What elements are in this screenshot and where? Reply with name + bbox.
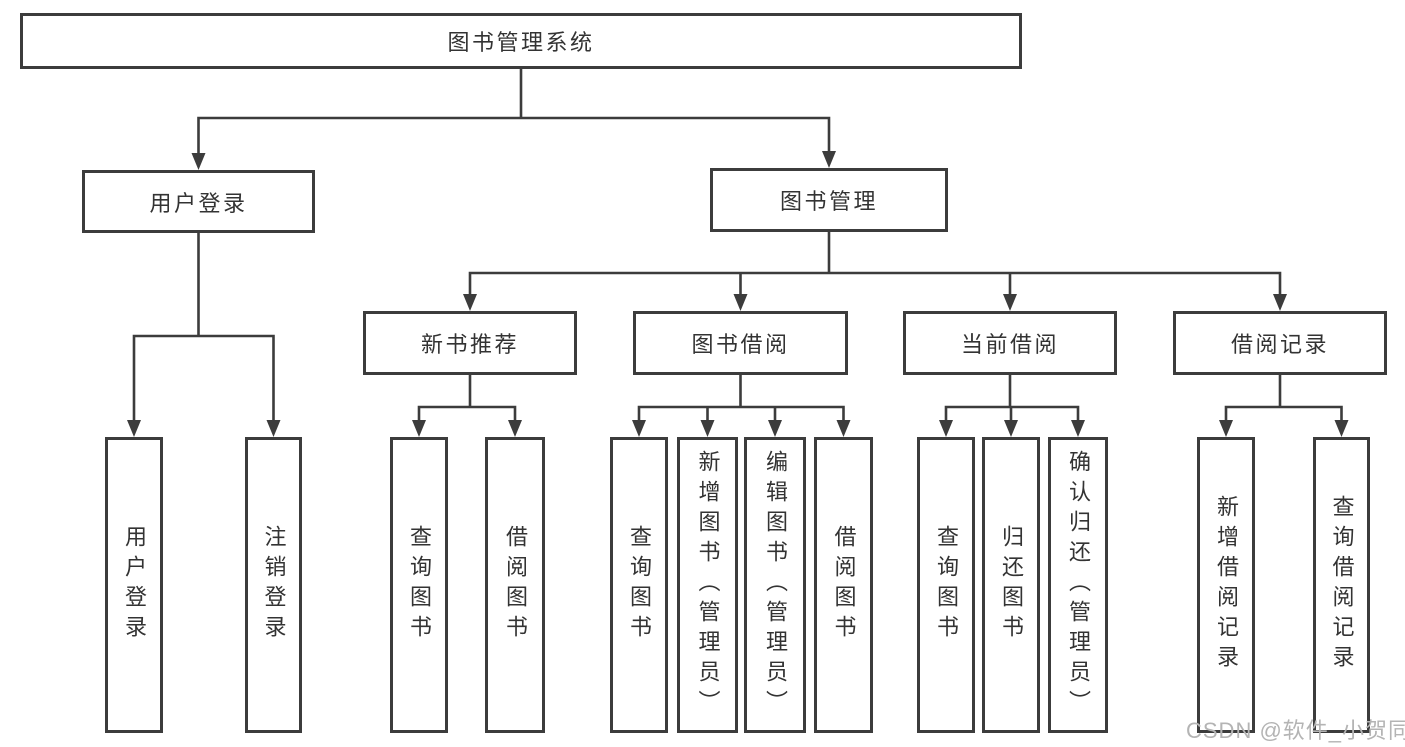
leaf-edit-book-admin: 编辑图书（管理员） (744, 437, 806, 733)
node-current-borrowing: 当前借阅 (903, 311, 1117, 375)
leaf-return-books: 归还图书 (982, 437, 1040, 733)
node-book-management: 图书管理 (710, 168, 948, 232)
leaf-logout: 注销登录 (245, 437, 302, 733)
leaf-user-login: 用户登录 (105, 437, 163, 733)
leaf-add-book-admin: 新增图书（管理员） (677, 437, 738, 733)
leaf-query-books-recommendation: 查询图书 (390, 437, 448, 733)
leaf-borrow-books-recommendation: 借阅图书 (485, 437, 545, 733)
leaf-query-borrowing-record: 查询借阅记录 (1313, 437, 1370, 733)
node-user-login: 用户登录 (82, 170, 315, 233)
node-new-book-recommendation: 新书推荐 (363, 311, 577, 375)
leaf-query-books-borrowing: 查询图书 (610, 437, 668, 733)
node-book-borrowing: 图书借阅 (633, 311, 848, 375)
leaf-borrow-books-borrowing: 借阅图书 (814, 437, 873, 733)
leaf-query-books-current: 查询图书 (917, 437, 975, 733)
leaf-confirm-return-admin: 确认归还（管理员） (1048, 437, 1108, 733)
watermark-text: CSDN @软件_小贺同学 (1186, 718, 1405, 743)
node-borrowing-records: 借阅记录 (1173, 311, 1387, 375)
leaf-add-borrowing-record: 新增借阅记录 (1197, 437, 1255, 733)
node-library-management-system: 图书管理系统 (20, 13, 1022, 69)
